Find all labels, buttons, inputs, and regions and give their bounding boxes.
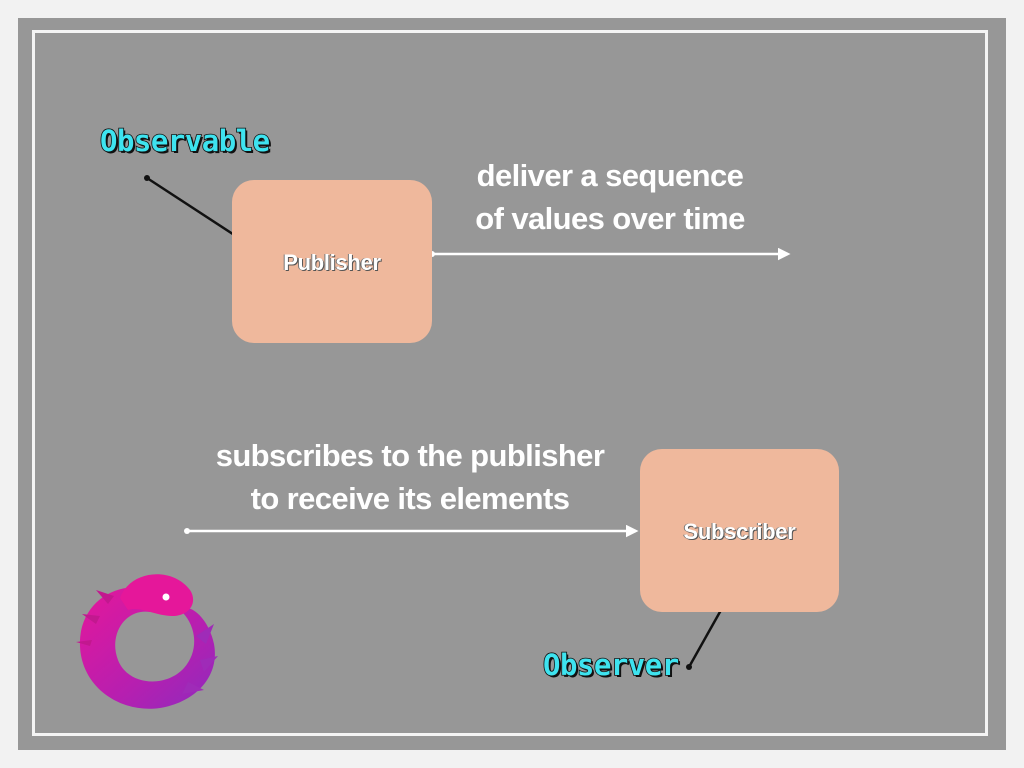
publisher-label: Publisher	[283, 250, 381, 275]
slide-background	[18, 18, 1006, 750]
subscribe-caption-line-1: subscribes to the publisher	[215, 438, 605, 473]
observer-tag: Observer	[542, 647, 680, 683]
slide-frame	[32, 30, 988, 736]
reactivex-eel-logo-icon	[76, 574, 218, 709]
subscribe-arrow-start-dot	[184, 528, 190, 534]
subscribe-caption: subscribes to the publisher to receive i…	[170, 434, 650, 520]
observable-pointer-dot	[144, 175, 150, 181]
observer-pointer-dot	[686, 664, 692, 670]
observable-tag: Observable	[99, 123, 271, 159]
deliver-caption-line-1: deliver a sequence	[476, 158, 744, 193]
deliver-caption: deliver a sequence of values over time	[440, 154, 780, 240]
publisher-box: Publisher	[232, 180, 432, 343]
deliver-caption-line-2: of values over time	[475, 201, 745, 236]
subscribe-caption-line-2: to receive its elements	[250, 481, 570, 516]
subscriber-label: Subscriber	[683, 519, 796, 544]
subscriber-box: Subscriber	[640, 449, 839, 612]
